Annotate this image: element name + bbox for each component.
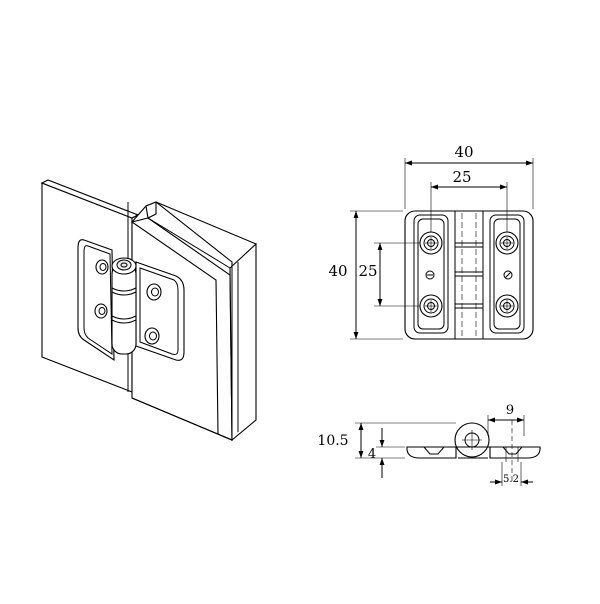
right-hinge-leaf [135,261,185,361]
front-hole-top-left [419,231,443,255]
isometric-hinge-view [40,179,257,442]
leaf-hole-icon [146,283,162,301]
front-hole-bottom-left [419,294,443,318]
leaf-hole-icon [144,327,160,345]
front-knuckle [454,211,484,339]
dim-front-width-label: 40 [454,143,473,161]
dim-front-height: 40 [328,210,403,340]
left-hinge-leaf [77,239,115,362]
dim-front-hole-x-label: 25 [452,168,471,186]
hinge-knuckle [111,257,137,355]
pin-icon [116,259,132,271]
front-hole-bottom-right [495,294,519,318]
minus-mark-icon [425,270,435,280]
side-view: 10.5 4 9 5.2 [317,403,541,486]
front-plate-outline [404,210,534,340]
dim-side-total-height-label: 10.5 [317,433,348,449]
slot-mark-icon [503,270,513,280]
dim-side-hole-diameter: 5.2 [490,462,533,486]
dim-front-hole-y-label: 25 [358,262,377,280]
dim-front-width: 40 [404,143,534,209]
dim-side-leaf-thickness-label: 4 [368,447,376,462]
front-view: 40 25 40 25 [328,143,534,340]
dim-front-height-label: 40 [328,262,347,280]
dim-side-leaf-thickness: 4 [368,428,405,478]
dim-side-offset-label: 9 [506,403,514,418]
dim-side-offset: 9 [487,403,525,436]
dim-side-hole-diameter-label: 5.2 [503,474,519,485]
front-hole-top-right [495,231,519,255]
dim-front-hole-y: 25 [358,242,420,307]
dim-front-hole-x: 25 [430,168,508,232]
